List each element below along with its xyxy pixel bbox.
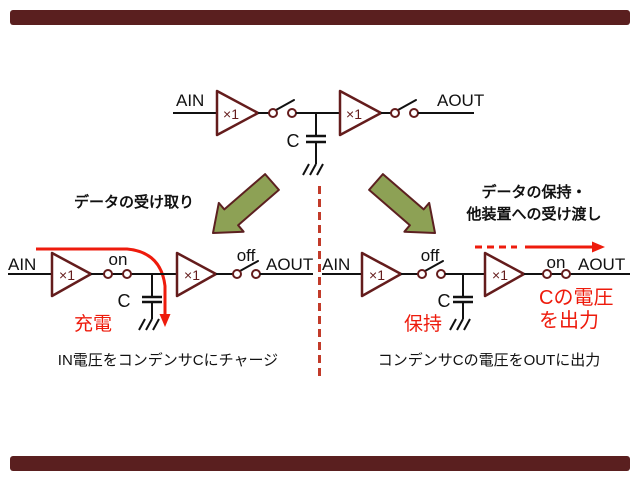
switch-contact [409, 108, 419, 118]
gain-label: ×1 [369, 267, 385, 283]
buffer-triangle [483, 251, 526, 298]
ain-label: AIN [176, 91, 204, 110]
aout-label: AOUT [266, 255, 313, 274]
switch-contact [561, 269, 571, 279]
switch-contact [287, 108, 297, 118]
switch-lever [397, 99, 417, 111]
ground-icon [138, 318, 160, 331]
gain-label: ×1 [492, 267, 508, 283]
ground-icon [449, 318, 471, 331]
switch-state-label: off [237, 246, 256, 265]
switch-contact [232, 269, 242, 279]
switch-contact [417, 269, 427, 279]
switch-contact [251, 269, 261, 279]
switch-contact [268, 108, 278, 118]
capacitor-icon [453, 274, 473, 319]
charge-circuit: AIN ×1 on C 充電 ×1 off [8, 246, 313, 369]
charge-arrowhead-icon [159, 314, 171, 327]
gain-label: ×1 [184, 267, 200, 283]
bottom-frame-bar [10, 456, 630, 471]
top-frame-bar [10, 10, 630, 25]
charge-arrow-icon [36, 247, 167, 314]
output-arrowhead-icon [592, 241, 605, 253]
switch-lever [275, 99, 295, 111]
charge-state-label: 充電 [74, 313, 112, 335]
transition-arrow-left-icon [212, 173, 280, 234]
capacitor-icon [306, 113, 326, 164]
transition-label-right-line1: データの保持・ [481, 183, 586, 201]
buffer-triangle [360, 251, 403, 298]
switch-contact [122, 269, 132, 279]
hold-caption: コンデンサCの電圧をOUTに出力 [378, 351, 601, 369]
buffer-triangle [215, 89, 260, 137]
charge-caption: IN電圧をコンデンサCにチャージ [58, 351, 278, 369]
switch-open-icon [232, 260, 261, 279]
ain-label: AIN [8, 255, 36, 274]
aout-label: AOUT [578, 255, 625, 274]
ground-icon [302, 163, 324, 176]
switch-lever [424, 260, 444, 272]
buffer-triangle [175, 251, 218, 298]
buffer-triangle [338, 89, 383, 137]
output-note-line2: を出力 [539, 309, 599, 332]
cap-label: C [438, 291, 451, 311]
switch-closed-icon [542, 269, 571, 279]
transition-label-left: データの受け取り [74, 193, 194, 211]
switch-state-label: on [109, 250, 128, 269]
switch-lever [239, 260, 259, 272]
cap-label: C [118, 291, 131, 311]
switch-contact [542, 269, 552, 279]
hold-state-label: 保持 [404, 313, 442, 335]
capacitor-icon [142, 274, 162, 319]
switch-contact [436, 269, 446, 279]
gain-label: ×1 [223, 106, 239, 122]
switch-open-icon [268, 99, 297, 118]
gain-label: ×1 [346, 106, 362, 122]
top-circuit: AIN ×1 C ×1 AOUT [173, 89, 484, 176]
switch-state-label: on [547, 253, 566, 272]
switch-contact [390, 108, 400, 118]
transition-label-right-line2: 他装置への受け渡し [465, 205, 601, 223]
aout-label: AOUT [437, 91, 484, 110]
switch-closed-icon [103, 269, 132, 279]
hold-circuit: AIN ×1 off C 保持 ×1 on [322, 241, 630, 369]
transition-arrow-right-icon [368, 173, 436, 234]
output-note-line1: Cの電圧 [539, 287, 613, 309]
buffer-triangle [50, 251, 93, 298]
switch-contact [103, 269, 113, 279]
switch-state-label: off [421, 246, 440, 265]
switch-open-icon [390, 99, 419, 118]
cap-label: C [287, 131, 300, 151]
gain-label: ×1 [59, 267, 75, 283]
ain-label: AIN [322, 255, 350, 274]
